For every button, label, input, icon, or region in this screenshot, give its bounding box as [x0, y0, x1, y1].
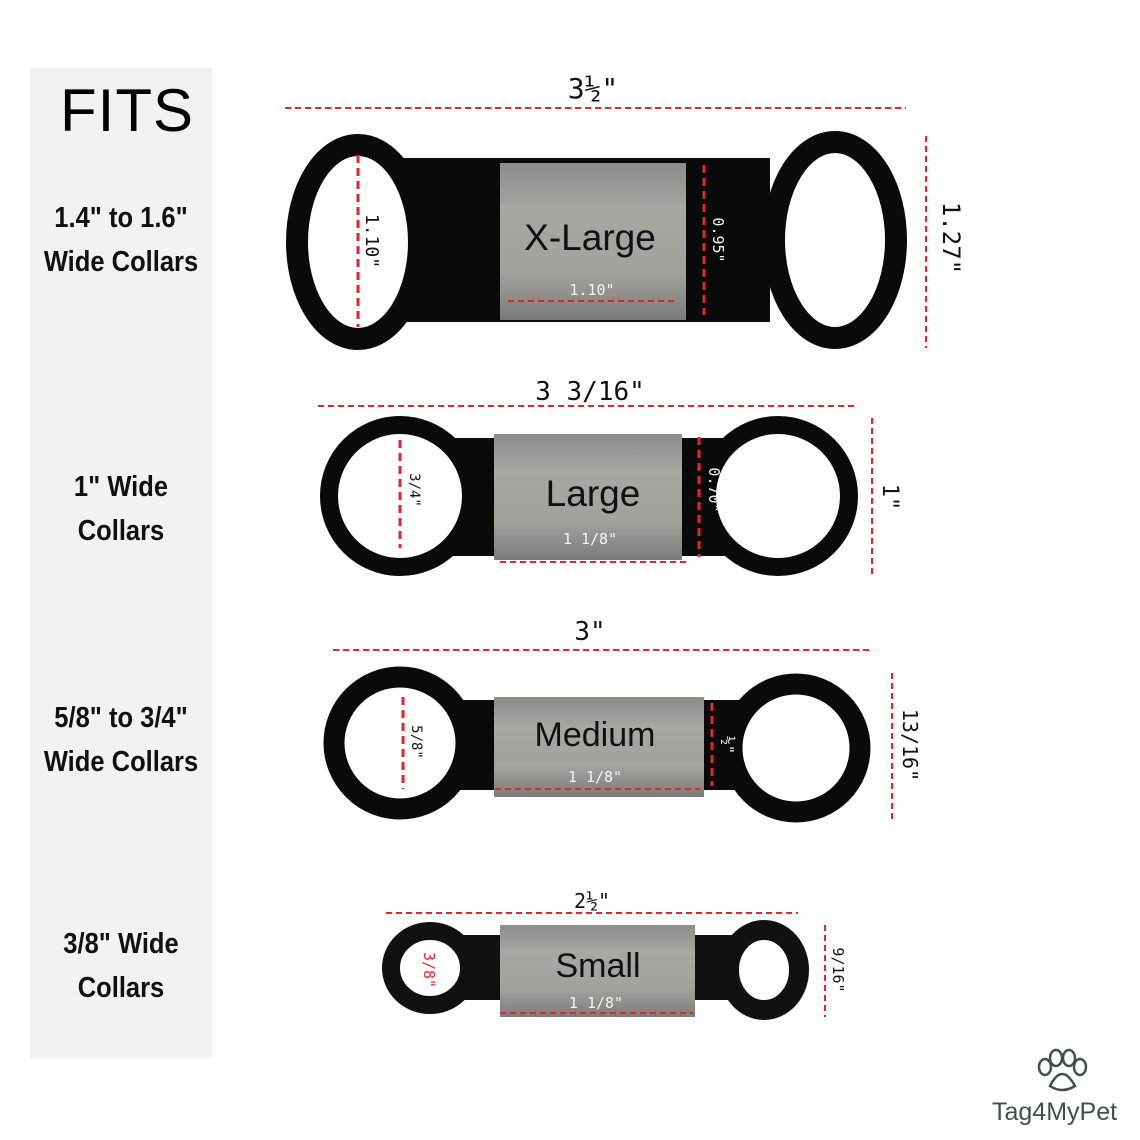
- paw-icon: [1037, 1048, 1088, 1092]
- height-label: 1.27": [937, 202, 965, 274]
- name-plate: [494, 434, 682, 560]
- size-name: X-Large: [524, 217, 656, 258]
- height-label: 1": [877, 484, 902, 511]
- right-ring: [698, 416, 858, 576]
- plate-width-label: 1 1/8": [569, 994, 623, 1012]
- name-plate: [494, 697, 704, 797]
- length-label: 3": [574, 617, 605, 647]
- plate-width-label: 1 1/8": [568, 768, 622, 786]
- ring-inner-label: 3/8": [420, 952, 438, 988]
- fit-line: 1.4" to 1.6": [54, 202, 188, 234]
- height-label: 13/16": [898, 709, 922, 781]
- length-label: 2½": [574, 889, 610, 913]
- ring-inner-label: 5/8": [408, 725, 424, 759]
- fits-title: FITS: [60, 77, 194, 144]
- size-name: Medium: [535, 716, 656, 754]
- fit-line: Collars: [77, 515, 165, 547]
- right-ring: [763, 131, 907, 349]
- tag-small: Small 1 1/8" 3/8" 2½" 9/16": [382, 889, 847, 1020]
- length-label: 3½": [568, 72, 619, 105]
- name-plate: [500, 163, 686, 320]
- right-ring: [721, 673, 871, 823]
- plate-height-label: 0.70": [705, 467, 723, 512]
- tag-xlarge: X-Large 1.10" 0.95" 1.10" 3½" 1.27": [285, 72, 965, 350]
- plate-height-label: 0.95": [709, 217, 727, 262]
- name-plate: [500, 925, 695, 1017]
- plate-width-label: 1.10": [569, 281, 614, 299]
- height-label: 9/16": [829, 947, 847, 992]
- tag-large: Large 1 1/8" 0.70" 3/4" 3 3/16" 1": [318, 377, 902, 578]
- fit-line: 5/8" to 3/4": [54, 702, 188, 734]
- fit-line: 3/8" Wide: [63, 928, 179, 960]
- size-name: Large: [546, 473, 641, 514]
- size-name: Small: [555, 947, 640, 985]
- brand-name: Tag4MyPet: [992, 1098, 1118, 1126]
- fits-panel: [30, 68, 212, 1058]
- fit-medium: 5/8" to 3/4" Wide Collars: [41, 696, 201, 784]
- fit-line: Wide Collars: [43, 246, 199, 278]
- length-label: 3 3/16": [535, 377, 645, 407]
- fit-line: Wide Collars: [43, 746, 199, 778]
- fit-xlarge: 1.4" to 1.6" Wide Collars: [41, 196, 201, 284]
- ring-inner-label: 1.10": [361, 214, 382, 268]
- left-ring: [382, 922, 478, 1014]
- plate-width-label: 1 1/8": [563, 530, 617, 548]
- tag-medium: Medium 1 1/8" ½" 5/8" 3" 13/16": [323, 617, 922, 823]
- right-ring: [719, 920, 809, 1020]
- plate-height-label: ½": [719, 736, 737, 754]
- fit-line: Collars: [77, 972, 165, 1004]
- ring-inner-label: 3/4": [406, 473, 422, 507]
- left-ring: [286, 134, 430, 350]
- fit-line: 1" Wide: [73, 471, 169, 503]
- left-ring: [323, 666, 477, 820]
